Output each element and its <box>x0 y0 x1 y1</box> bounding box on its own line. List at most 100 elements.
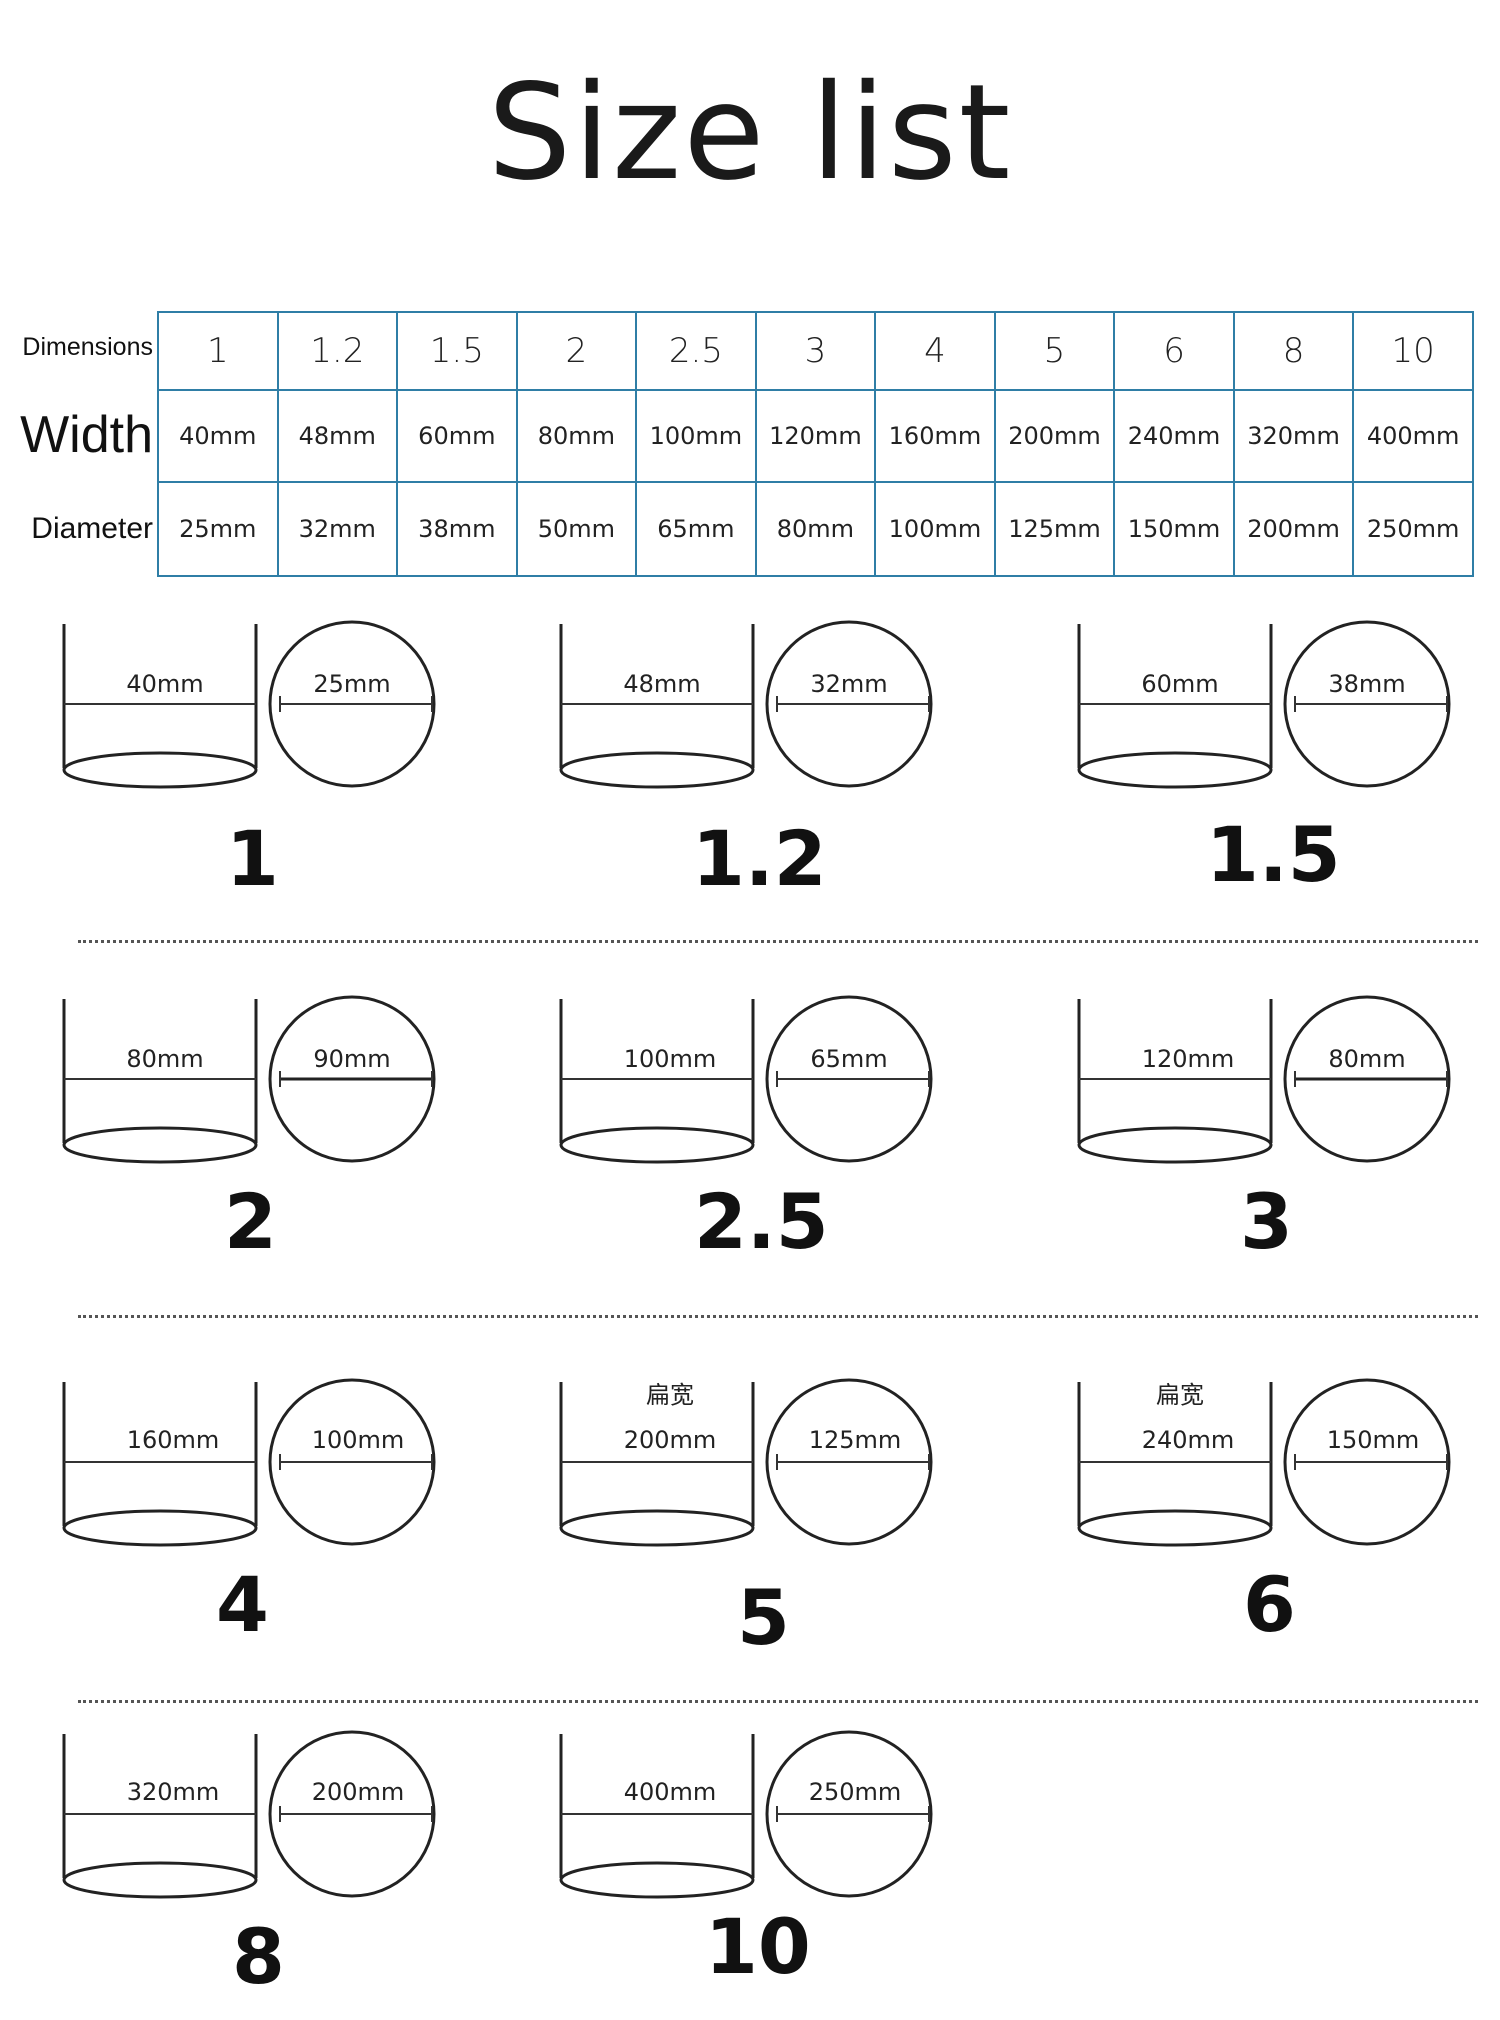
dimension-cell: 1 <box>157 311 279 391</box>
width-cell: 48mm <box>276 389 399 483</box>
diameter-cell: 80mm <box>754 481 877 577</box>
size-item: 扁宽 200mm 125mm 5 <box>557 1378 997 1668</box>
dotted-divider <box>78 940 1478 943</box>
dimension-cell: 1.2 <box>276 311 399 391</box>
size-item: 40mm 25mm 1 <box>60 620 500 910</box>
width-cell: 60mm <box>396 389 518 483</box>
size-item: 扁宽 240mm 150mm 6 <box>1075 1378 1500 1668</box>
width-label: 100mm <box>623 1045 717 1073</box>
diameter-cell: 100mm <box>874 481 996 577</box>
ring-diagram <box>62 1378 436 1547</box>
diameter-cell: 38mm <box>396 481 518 577</box>
dimension-cell: 5 <box>993 311 1116 391</box>
diameter-cell: 150mm <box>1113 481 1235 577</box>
size-number: 2.5 <box>694 1177 829 1266</box>
width-cell: 120mm <box>754 389 877 483</box>
dimension-cell: 4 <box>874 311 996 391</box>
size-number: 5 <box>737 1573 790 1662</box>
size-number: 10 <box>705 1902 811 1991</box>
row-label-width: Width <box>20 406 153 464</box>
size-item: 320mm 200mm 8 <box>60 1730 500 2020</box>
ring-diagram <box>62 620 436 789</box>
size-item: 48mm 32mm 1.2 <box>557 620 997 910</box>
size-item: 400mm 250mm 10 <box>557 1730 997 2020</box>
width-cell: 200mm <box>993 389 1116 483</box>
diameter-cell: 25mm <box>157 481 279 577</box>
diameter-label: 65mm <box>810 1045 888 1073</box>
size-number: 6 <box>1243 1560 1296 1649</box>
width-label: 60mm <box>1141 670 1219 698</box>
diameter-label: 150mm <box>1326 1426 1420 1454</box>
ring-diagram <box>1077 620 1451 789</box>
row-label-diameter: Diameter <box>31 512 153 545</box>
diameter-cell: 125mm <box>993 481 1116 577</box>
size-item: 60mm 38mm 1.5 <box>1075 620 1500 910</box>
diameter-label: 100mm <box>311 1426 405 1454</box>
width-label: 40mm <box>126 670 204 698</box>
diameter-cell: 200mm <box>1232 481 1355 577</box>
note-label: 扁宽 <box>1156 1381 1204 1409</box>
page-title: Size list <box>487 56 1013 210</box>
width-cell: 40mm <box>157 389 279 483</box>
dimension-cell: 1.5 <box>396 311 518 391</box>
dimension-cell: 10 <box>1352 311 1474 391</box>
diameter-label: 200mm <box>311 1778 405 1806</box>
diameter-label: 90mm <box>313 1045 391 1073</box>
size-number: 1.2 <box>692 814 827 903</box>
diameter-cell: 65mm <box>635 481 757 577</box>
diameter-label: 125mm <box>808 1426 902 1454</box>
diameter-cell: 50mm <box>515 481 638 577</box>
ring-diagram <box>62 995 436 1164</box>
dotted-divider <box>78 1700 1478 1703</box>
diameter-label: 25mm <box>313 670 391 698</box>
size-item: 100mm 65mm 2.5 <box>557 995 997 1285</box>
ring-diagram <box>559 620 933 789</box>
width-label: 48mm <box>623 670 701 698</box>
diameter-label: 250mm <box>808 1778 902 1806</box>
diameter-cell: 32mm <box>276 481 399 577</box>
dimension-cell: 2.5 <box>635 311 757 391</box>
diameter-label: 80mm <box>1328 1045 1406 1073</box>
size-item: 80mm 90mm 2 <box>60 995 500 1285</box>
note-label: 扁宽 <box>646 1381 694 1409</box>
dimension-cell: 8 <box>1232 311 1355 391</box>
size-number: 1 <box>226 814 279 903</box>
width-cell: 80mm <box>515 389 638 483</box>
size-item: 120mm 80mm 3 <box>1075 995 1500 1285</box>
size-number: 2 <box>224 1177 277 1266</box>
width-cell: 400mm <box>1352 389 1474 483</box>
ring-diagram <box>559 1730 933 1899</box>
size-item: 160mm 100mm 4 <box>60 1378 500 1668</box>
dotted-divider <box>78 1315 1478 1318</box>
width-label: 80mm <box>126 1045 204 1073</box>
width-label: 160mm <box>126 1426 220 1454</box>
size-table: 1 1.2 1.5 2 2.5 3 4 5 6 8 10 40mm 48mm 6… <box>157 311 1474 577</box>
width-label: 320mm <box>126 1778 220 1806</box>
width-cell: 100mm <box>635 389 757 483</box>
dimension-cell: 3 <box>754 311 877 391</box>
width-label: 200mm <box>623 1426 717 1454</box>
dimension-cell: 6 <box>1113 311 1235 391</box>
width-label: 120mm <box>1141 1045 1235 1073</box>
size-number: 8 <box>232 1912 285 2001</box>
size-number: 3 <box>1240 1177 1293 1266</box>
size-number: 4 <box>216 1560 269 1649</box>
ring-diagram <box>62 1730 436 1899</box>
row-label-dimensions: Dimensions <box>22 333 153 361</box>
ring-diagram <box>559 995 933 1164</box>
width-label: 400mm <box>623 1778 717 1806</box>
width-row: 40mm 48mm 60mm 80mm 100mm 120mm 160mm 20… <box>157 389 1474 483</box>
width-label: 240mm <box>1141 1426 1235 1454</box>
dimensions-row: 1 1.2 1.5 2 2.5 3 4 5 6 8 10 <box>157 311 1474 391</box>
size-number: 1.5 <box>1206 810 1341 899</box>
diameter-cell: 250mm <box>1352 481 1474 577</box>
width-cell: 160mm <box>874 389 996 483</box>
diameter-label: 38mm <box>1328 670 1406 698</box>
diameter-label: 32mm <box>810 670 888 698</box>
ring-diagram <box>1077 995 1451 1164</box>
diameter-row: 25mm 32mm 38mm 50mm 65mm 80mm 100mm 125m… <box>157 481 1474 577</box>
width-cell: 320mm <box>1232 389 1355 483</box>
width-cell: 240mm <box>1113 389 1235 483</box>
ring-diagram <box>559 1378 933 1547</box>
dimension-cell: 2 <box>515 311 638 391</box>
